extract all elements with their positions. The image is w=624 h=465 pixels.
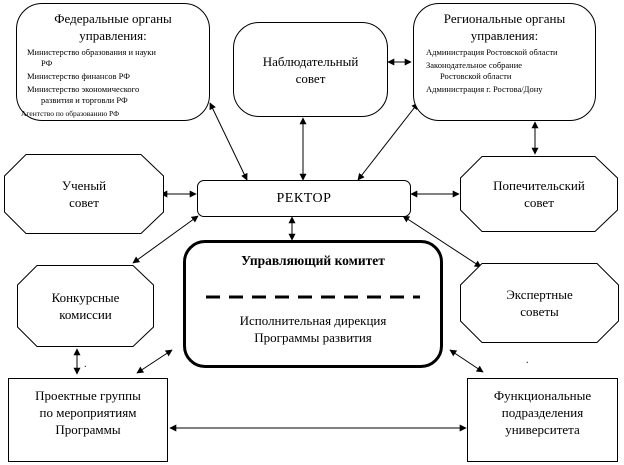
expert-councils-box [460,263,619,343]
supervisory-line2: совет [295,70,326,86]
arrow-rector-expert [402,215,482,268]
functional-line1: Функциональные [493,388,592,403]
academic-council-box [4,154,164,234]
expert-line1: Экспертные [506,287,573,302]
arrow-committee-functional [449,349,484,373]
trustees-line2: совет [524,195,554,210]
regional-item: Администрация Ростовской области [426,47,558,57]
federal-title-line1: Федеральные органы [54,11,172,26]
trustees-line1: Попечительский [493,178,585,193]
federal-item: Министерство экономического [27,84,140,94]
committee-title: Управляющий комитет [241,253,385,268]
committee-line1: Исполнительная дирекция [239,313,387,328]
academic-line2: совет [69,195,99,210]
federal-title-line2: управления: [79,28,147,43]
regional-bodies-box: Региональные органы управления: Админист… [413,3,596,121]
projects-line3: Программы [55,422,121,437]
projects-line2: по мероприятиям [39,405,137,420]
functional-line3: университета [505,422,580,437]
arrow-rector-competition [132,215,199,264]
competition-commissions-box [17,265,154,347]
arrow-regional-rector [357,102,419,181]
competition-line2: комиссии [59,307,112,322]
federal-item: развития и торговли РФ [41,95,128,105]
academic-line1: Ученый [61,178,107,193]
committee-line2: Программы развития [254,330,372,345]
steering-committee-box: Управляющий комитет Исполнительная дирек… [183,240,443,368]
federal-item: Министерство финансов РФ [27,71,130,81]
regional-title-line2: управления: [470,28,539,43]
committee-divider [206,295,420,299]
federal-item: Министерство образования и науки [27,47,156,57]
functional-units-box: Функциональные подразделения университет… [467,378,618,462]
expert-councils-label: Экспертные советы [460,263,619,343]
dot-mark: . [84,359,87,370]
project-groups-box: Проектные группы по мероприятиям Програм… [8,378,168,462]
federal-bodies-box: Федеральные органы управления: Министерс… [16,3,210,121]
competition-commissions-label: Конкурсные комиссии [17,265,154,347]
regional-title-line1: Региональные органы [443,11,566,26]
arrow-committee-projects [136,349,173,374]
projects-line1: Проектные группы [35,388,141,403]
supervisory-board-box: Наблюдательный совет [233,22,388,117]
regional-item: Ростовской области [440,71,512,81]
functional-line2: подразделения [501,405,584,420]
trustees-board-box [460,156,618,232]
federal-item: РФ [41,58,53,68]
rector-label: РЕКТОР [276,190,332,206]
regional-item: Законодательное собрание [426,60,523,70]
regional-item: Администрация г. Ростова/Дону [426,84,543,94]
trustees-board-label: Попечительский совет [460,156,618,232]
academic-council-label: Ученый совет [4,154,164,234]
competition-line1: Конкурсные [51,290,120,305]
federal-item: Агентство по образованию РФ [21,109,120,118]
arrow-federal-rector [209,102,248,181]
expert-line2: советы [520,304,559,319]
supervisory-line1: Наблюдательный [262,53,359,69]
dot-mark: . [526,355,529,366]
rector-box: РЕКТОР [197,180,411,217]
